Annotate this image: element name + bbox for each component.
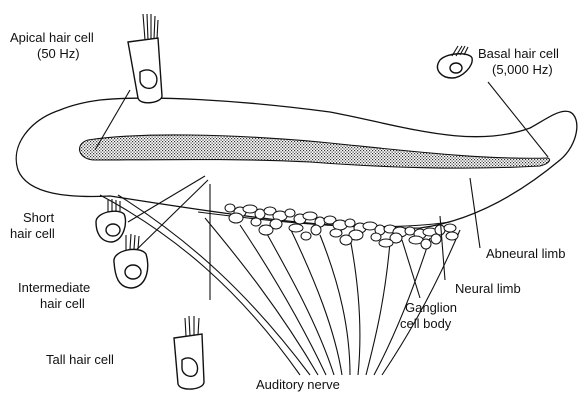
ganglion-cell: [251, 218, 261, 226]
ganglion-cells: [225, 204, 458, 249]
basilar-membrane: [80, 135, 550, 168]
tall-label: Tall hair cell: [46, 352, 114, 367]
ganglion-cell: [255, 209, 265, 219]
ganglion-cell: [259, 225, 273, 235]
basal-label-line1: Basal hair cell: [478, 46, 559, 61]
ganglion-cell: [285, 209, 295, 217]
ganglion-cell: [229, 213, 243, 223]
ganglion-cell: [435, 225, 445, 235]
ganglion-cell: [340, 235, 352, 245]
ganglion-label-line1: Ganglion: [405, 300, 457, 315]
ganglion-cell: [446, 232, 458, 240]
ganglion-cell: [421, 239, 431, 249]
auditory-nerve-label: Auditory nerve: [256, 377, 340, 392]
ganglion-cell: [225, 204, 235, 212]
ganglion-label-line2: cell body: [400, 316, 452, 331]
basal-label-line2: (5,000 Hz): [492, 62, 553, 77]
tall-hair-cell-icon: [174, 316, 204, 389]
ganglion-cell: [371, 233, 381, 241]
ganglion-cell: [345, 219, 355, 227]
ganglion-cell: [405, 227, 415, 235]
abneural-label: Abneural limb: [486, 246, 566, 261]
ganglion-cell: [379, 239, 393, 247]
ganglion-cell: [243, 205, 257, 213]
ganglion-cell: [311, 225, 321, 235]
ganglion-cell: [301, 232, 311, 240]
intermediate-label-line2: hair cell: [40, 296, 85, 311]
neural-label: Neural limb: [455, 281, 521, 296]
apical-label-line1: Apical hair cell: [10, 30, 94, 45]
ganglion-cell: [431, 234, 441, 244]
intermediate-hair-cell-icon: [114, 234, 148, 288]
intermediate-label-line1: Intermediate: [18, 280, 90, 295]
short-hair-cell-icon: [96, 199, 126, 242]
basal-hair-cell-icon: [438, 46, 473, 78]
short-label-line1: Short: [23, 210, 54, 225]
ganglion-cell: [330, 229, 342, 237]
apical-hair-cell-icon: [128, 14, 162, 103]
ganglion-cell: [289, 224, 303, 232]
short-label-line2: hair cell: [10, 226, 55, 241]
pointer-lines: [95, 82, 548, 300]
ganglion-cell: [444, 224, 456, 232]
apical-label-line2: (50 Hz): [37, 46, 80, 61]
ganglion-cell: [303, 212, 317, 220]
